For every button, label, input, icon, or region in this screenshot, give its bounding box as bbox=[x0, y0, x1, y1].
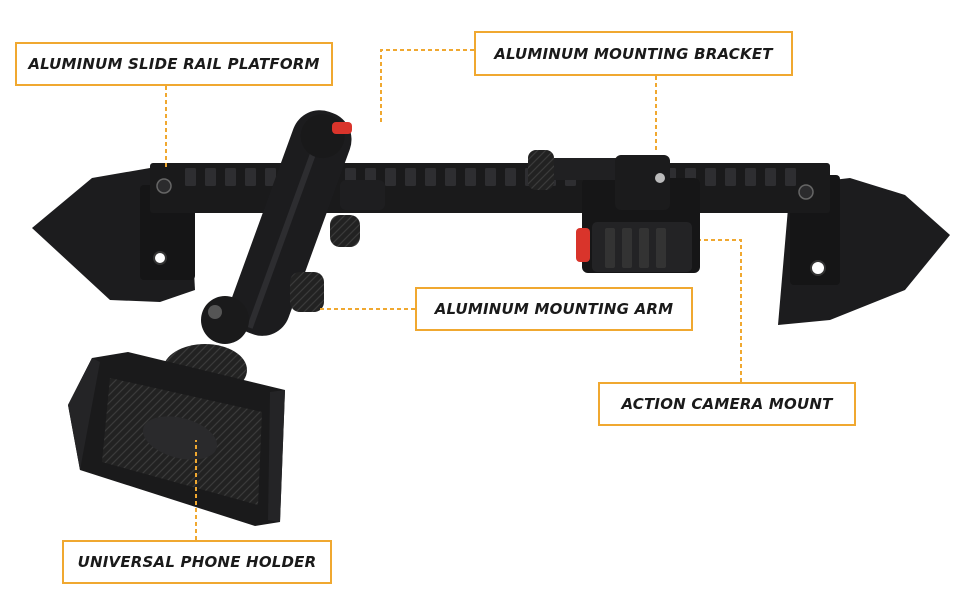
callout-phone-holder: UNIVERSAL PHONE HOLDER bbox=[62, 540, 332, 584]
rail-slot bbox=[745, 168, 756, 186]
rail-slot bbox=[505, 168, 516, 186]
phone-holder-pad bbox=[142, 416, 218, 460]
rail-slot bbox=[445, 168, 456, 186]
rail-slot bbox=[485, 168, 496, 186]
rail-slot bbox=[405, 168, 416, 186]
camera-prong bbox=[615, 155, 670, 210]
phone-holder-left-jaw bbox=[68, 358, 100, 470]
rail-slot bbox=[205, 168, 216, 186]
arm-tension-knob bbox=[290, 272, 324, 312]
rail-slot bbox=[705, 168, 716, 186]
rail-slot bbox=[225, 168, 236, 186]
callout-rail-platform: ALUMINUM SLIDE RAIL PLATFORM bbox=[15, 42, 333, 86]
rail-slot bbox=[725, 168, 736, 186]
arm-side-knob bbox=[330, 215, 360, 247]
camera-mount-red-accent bbox=[576, 228, 590, 262]
callout-mounting-bracket: ALUMINUM MOUNTING BRACKET bbox=[474, 31, 793, 76]
rail-slot bbox=[765, 168, 776, 186]
rail-slot bbox=[265, 168, 276, 186]
camera-knob bbox=[528, 150, 554, 190]
rail-slot bbox=[385, 168, 396, 186]
rail-slot bbox=[785, 168, 796, 186]
rail-slot bbox=[425, 168, 436, 186]
rail-slot bbox=[185, 168, 196, 186]
arm-red-accent bbox=[332, 122, 352, 134]
left-rail-screw bbox=[156, 178, 172, 194]
right-bolt-hole bbox=[810, 260, 826, 276]
rail-slot bbox=[245, 168, 256, 186]
left-bolt-hole bbox=[153, 251, 167, 265]
arm-bracket-plate bbox=[340, 180, 385, 210]
right-rail-screw bbox=[798, 184, 814, 200]
mounting-arm bbox=[230, 110, 352, 336]
callout-camera-mount: ACTION CAMERA MOUNT bbox=[598, 382, 856, 426]
phone-holder-right-jaw bbox=[268, 390, 285, 522]
arm-ball-joint bbox=[201, 296, 249, 344]
leader-lines bbox=[165, 49, 742, 540]
callout-mounting-arm: ALUMINUM MOUNTING ARM bbox=[415, 287, 693, 331]
rail-slot bbox=[465, 168, 476, 186]
